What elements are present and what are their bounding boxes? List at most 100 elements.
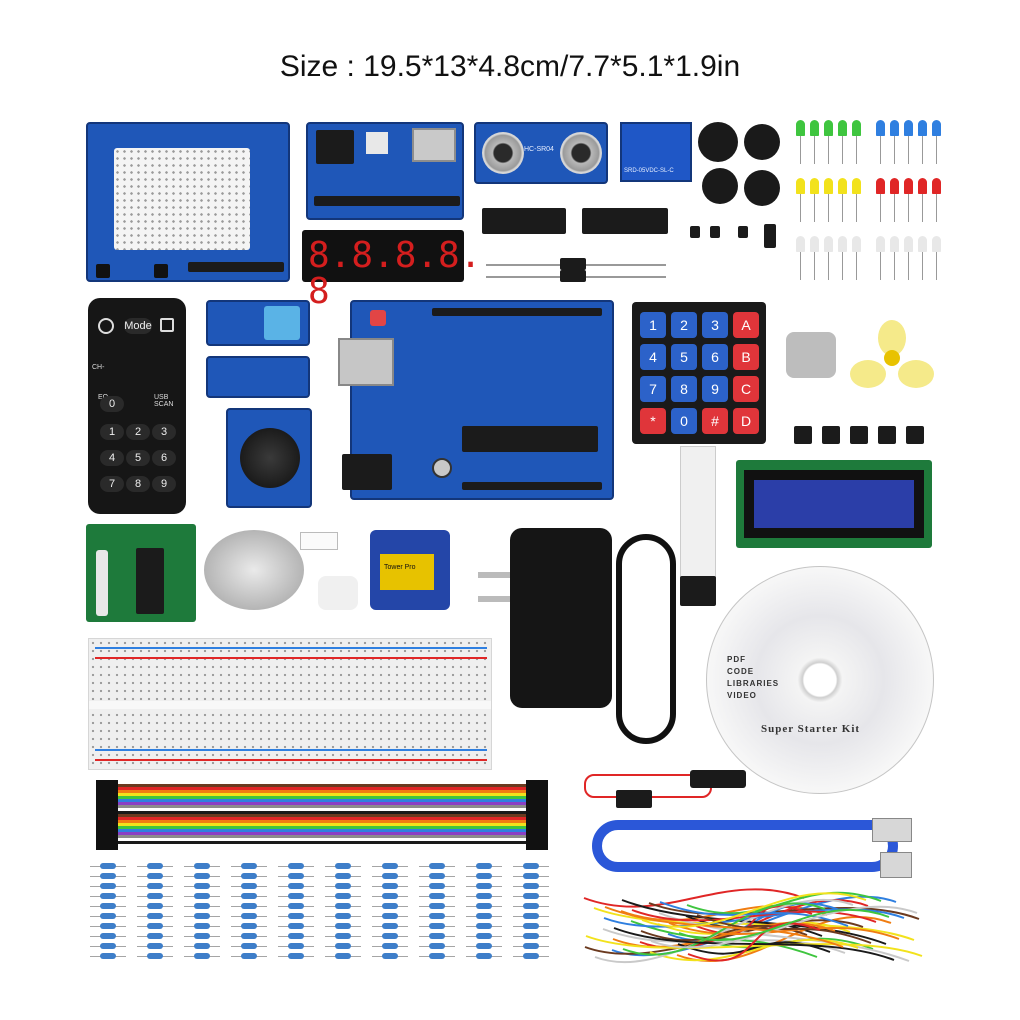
resistor-icon: [466, 933, 502, 939]
resistor-body: [382, 873, 398, 879]
resistor-icon: [466, 893, 502, 899]
resistor-body: [288, 923, 304, 929]
resistor-body: [429, 903, 445, 909]
stepper-motor-icon: [204, 530, 304, 610]
resistor-icon: [231, 953, 267, 959]
power-adapter: [510, 528, 612, 708]
led-icon: [810, 178, 819, 222]
resistor-body: [476, 953, 492, 959]
led-leg: [894, 252, 895, 280]
resistor-icon: [137, 923, 173, 929]
resistor-body: [429, 873, 445, 879]
keypad-key-5: 5: [671, 344, 697, 370]
led-leg: [814, 136, 815, 164]
resistor-icon: [466, 923, 502, 929]
led-leg: [828, 136, 829, 164]
resistor-assortment: [90, 863, 560, 966]
resistor-icon: [513, 863, 549, 869]
resistor-body: [147, 913, 163, 919]
resistor-body: [523, 953, 539, 959]
led-icon: [904, 120, 913, 164]
led-leg: [936, 136, 937, 164]
resistor-icon: [184, 933, 220, 939]
resistor-body: [523, 943, 539, 949]
resistor-icon: [419, 953, 455, 959]
resistor-icon: [325, 913, 361, 919]
ribbon-wire: [116, 835, 528, 838]
jumper-wire: [687, 922, 821, 962]
resistor-body: [194, 953, 210, 959]
usb-cable-loop: [592, 820, 898, 872]
remote-key-7: 7: [100, 476, 124, 492]
battery-clip-icon: [616, 790, 652, 808]
resistor-body: [288, 893, 304, 899]
resistor-icon: [419, 873, 455, 879]
led-leg: [894, 194, 895, 222]
diode-body: [560, 258, 586, 270]
ribbon-wire: [116, 817, 528, 820]
keypad-key-14: #: [702, 408, 728, 434]
resistor-icon: [278, 873, 314, 879]
resistor-body: [241, 943, 257, 949]
resistor-icon: [231, 903, 267, 909]
keypad-key-9: 8: [671, 376, 697, 402]
jumper-wire: [604, 906, 844, 948]
resistor-body: [147, 863, 163, 869]
remote-key-9: 9: [152, 476, 176, 492]
resistor-icon: [466, 863, 502, 869]
power-rail-blue: [95, 749, 487, 751]
resistor-icon: [137, 903, 173, 909]
led-icon: [824, 236, 833, 280]
usb-b-port-icon: [338, 338, 394, 386]
resistor-icon: [90, 953, 126, 959]
resistor-body: [241, 883, 257, 889]
tactile-switch-icon: [850, 426, 868, 444]
ribbon-wire: [116, 784, 528, 787]
led-icon: [932, 236, 941, 280]
led-leg: [842, 194, 843, 222]
ribbon-wire: [116, 793, 528, 796]
power-rail-blue: [95, 647, 487, 649]
ribbon-wire: [116, 826, 528, 829]
resistor-body: [335, 893, 351, 899]
resistor-icon: [466, 943, 502, 949]
mode-button: Mode: [124, 318, 152, 334]
resistor-body: [335, 863, 351, 869]
resistor-icon: [137, 913, 173, 919]
breadboard: [88, 638, 492, 770]
resistor-icon: [90, 893, 126, 899]
led-leg: [842, 136, 843, 164]
keypad-key-7: B: [733, 344, 759, 370]
led-leg: [856, 136, 857, 164]
resistor-body: [335, 873, 351, 879]
usb-plug-icon: [872, 818, 912, 842]
led-leg: [800, 194, 801, 222]
lcd-screen: [754, 480, 914, 528]
led-icon: [796, 178, 805, 222]
keypad-key-8: 7: [640, 376, 666, 402]
resistor-body: [288, 873, 304, 879]
resistor-body: [523, 933, 539, 939]
resistor-icon: [90, 913, 126, 919]
resistor-icon: [184, 903, 220, 909]
adapter-prong-icon: [478, 596, 510, 602]
resistor-body: [429, 893, 445, 899]
resistor-icon: [372, 903, 408, 909]
resistor-icon: [372, 913, 408, 919]
adapter-prong-icon: [478, 572, 510, 578]
resistor-body: [194, 863, 210, 869]
humidity-sensor-module: [206, 300, 310, 346]
resistor-body: [194, 933, 210, 939]
led-leg: [922, 252, 923, 280]
remote-key-3: 3: [152, 424, 176, 440]
resistor-body: [335, 953, 351, 959]
resistor-body: [335, 913, 351, 919]
led-leg: [936, 252, 937, 280]
disc-title: Super Starter Kit: [761, 723, 861, 735]
resistor-body: [382, 923, 398, 929]
remote-key-8: 8: [126, 476, 150, 492]
led-leg: [908, 194, 909, 222]
jumper-wire-bundle: [583, 888, 923, 964]
resistor-icon: [513, 953, 549, 959]
